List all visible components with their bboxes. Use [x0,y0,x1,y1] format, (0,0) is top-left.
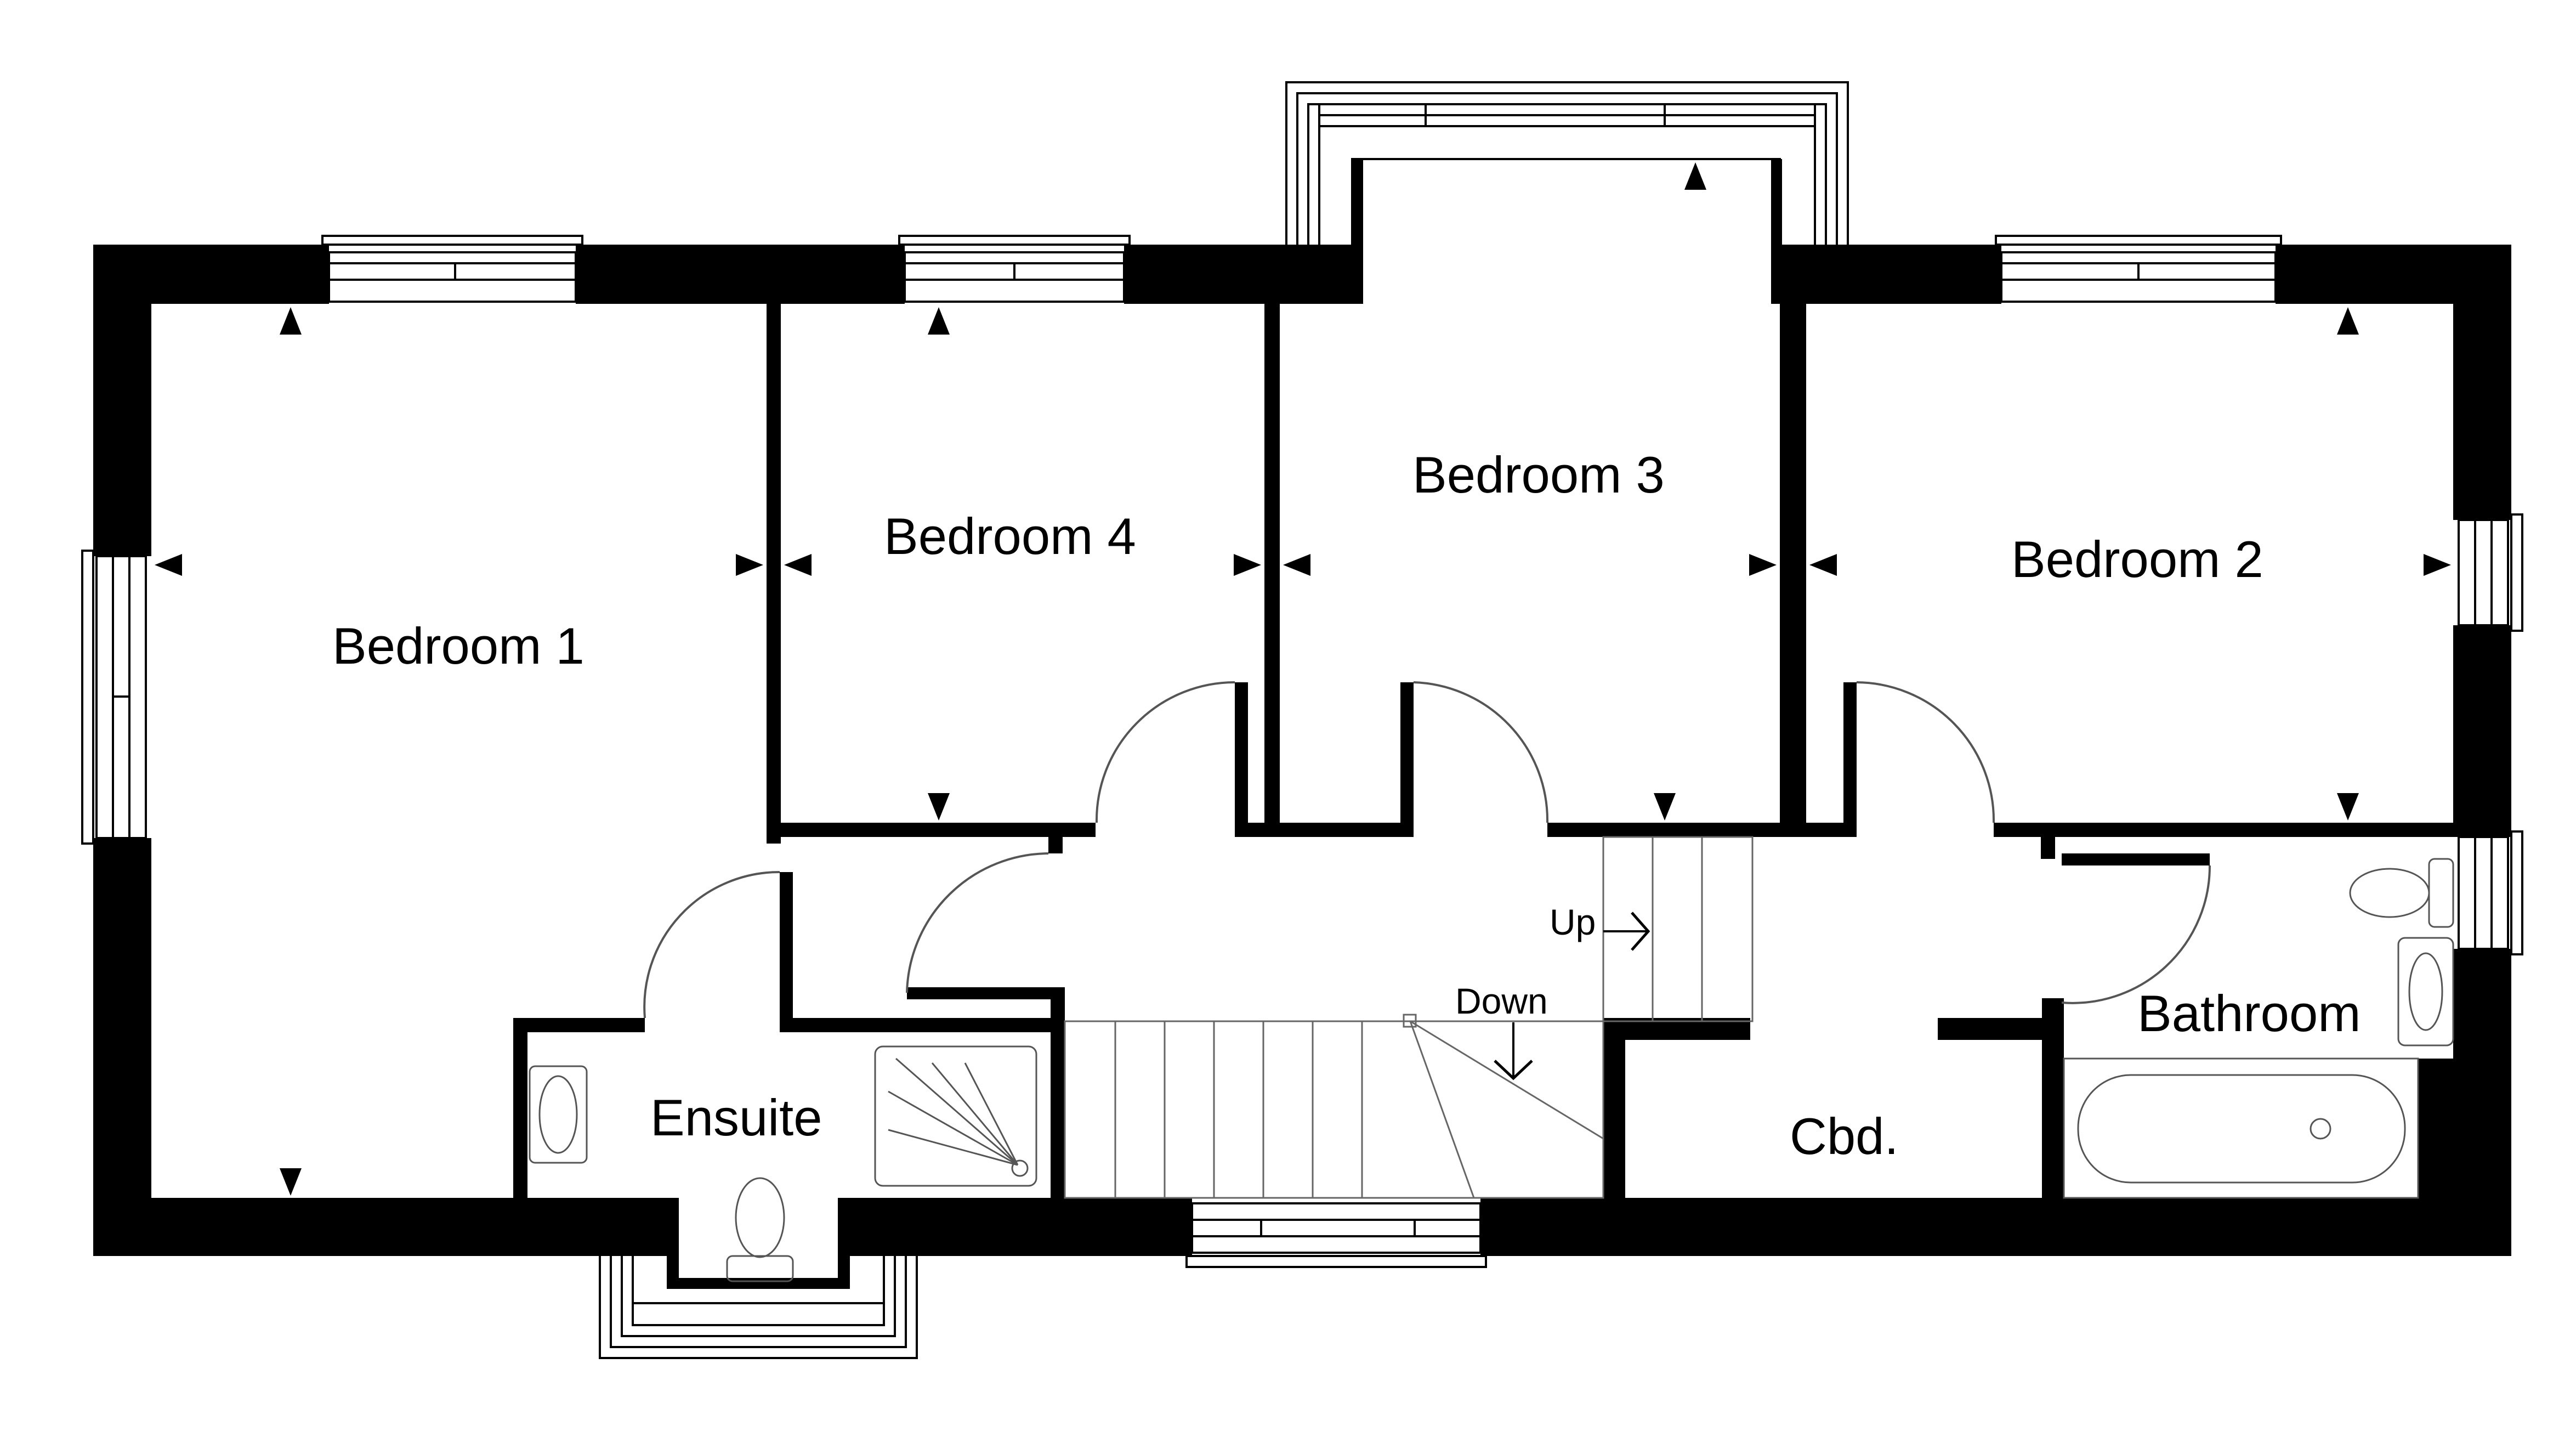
bay-window-top [1285,81,1849,304]
wall-landing-stub-v [1051,987,1065,1032]
bay-top-wall-right [1771,159,1782,304]
ensuite-basin [529,1065,588,1164]
wall-bed3-bottom-b [1547,823,1794,837]
wall-bed2-left [1794,304,1806,837]
wall-bed3-bottom-a [1245,823,1409,837]
room-label-bedroom-4: Bedroom 4 [884,507,1136,565]
ensuite-toilet [726,1255,794,1282]
bay-bottom-wall-left [667,1198,679,1289]
wall-bed3-bed2 [1780,304,1794,837]
wall-ensuite-door-jamb [780,872,793,1032]
wall-bed4-bed3-b [1264,304,1280,837]
bay-window-bottom [599,1198,918,1359]
stairs-up-label: Up [1550,902,1596,942]
wall-ensuite-right [1051,1018,1065,1199]
outer-walls [93,245,2511,1256]
wall-cbd-left [1603,1018,1625,1199]
room-label-ensuite: Ensuite [650,1089,822,1146]
wall-landing-left-a [1048,837,1063,853]
dimension-markers [155,162,2451,1196]
wall-bed2-bottom-b [1994,823,2453,837]
shower-tray [874,1045,1037,1187]
wall-left-2 [93,838,151,1256]
wall-top-2 [576,245,905,304]
wall-bottom-1 [93,1198,668,1256]
room-label-bedroom-1: Bedroom 1 [332,617,585,675]
bathroom-basin [2397,937,2454,1046]
wall-ensuite-top-a [513,1018,645,1032]
wall-bath-top-a [2041,837,2055,859]
bathroom-toilet [2428,858,2454,928]
bay-bottom-wall-right [838,1198,850,1289]
room-label-bedroom-2: Bedroom 2 [2011,530,2263,588]
wall-bottom-3 [1480,1198,2511,1256]
wall-bed4-door-jamb [1235,682,1248,837]
wall-left-1 [93,245,151,556]
room-label-bathroom: Bathroom [2137,985,2361,1042]
wall-bath-top-b [2062,853,2210,865]
wall-bed3-door-jamb [1400,682,1414,837]
wall-cbd-top-b [1938,1018,2042,1040]
wall-right-2 [2453,625,2511,837]
windows [81,235,2523,1268]
wall-bed2-bottom-a [1794,823,1857,837]
wall-landing-stub [907,987,1051,999]
room-label-cupboard: Cbd. [1790,1107,1899,1165]
wall-top-3 [1124,245,1354,304]
bay-top-wall-left [1352,159,1363,304]
wall-ensuite-left [513,1018,527,1199]
fixtures [529,858,2454,1282]
bath [2063,1057,2419,1199]
room-label-bedroom-3: Bedroom 3 [1412,446,1665,503]
wall-bed1-bed4 [767,304,781,844]
stairs [1064,836,1754,1199]
wall-right-1 [2453,245,2511,520]
wall-bed4-bottom [767,823,1096,837]
room-labels: Bedroom 1 Bedroom 4 Bedroom 3 Bedroom 2 … [332,446,2361,1165]
wall-top-4 [1782,245,2001,304]
wall-cbd-right [2042,998,2064,1199]
wall-bottom-2 [847,1198,1192,1256]
wall-ensuite-top-b [780,1018,1065,1032]
bay-bottom-wall-base [667,1278,850,1289]
wall-bed2-door-jamb [1843,682,1857,837]
stairs-down-label: Down [1455,981,1548,1021]
doors [643,681,2211,1019]
